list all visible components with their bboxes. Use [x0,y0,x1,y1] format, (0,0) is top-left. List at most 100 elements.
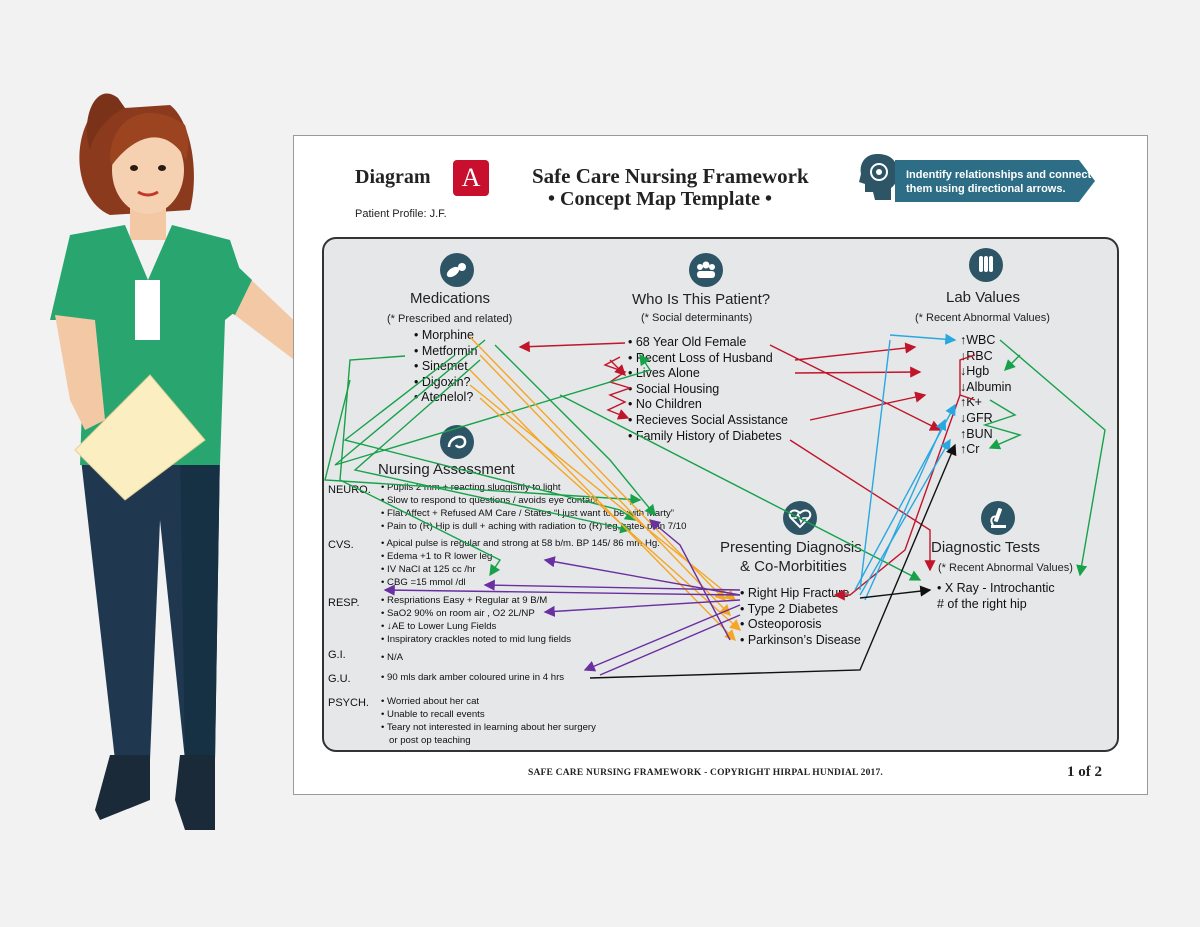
head-gears-icon [859,154,899,200]
assessment-item: • N/A [381,652,404,663]
assessment-item: • ↓AE to Lower Lung Fields [381,621,497,632]
medication-item: • Atenelol? [414,390,474,405]
patient-item: • 68 Year Old Female [628,335,747,349]
microscope-icon [981,501,1015,535]
patient-item: • Recieves Social Assistance [628,412,789,427]
bangs [110,112,189,165]
diagnosis-title-line1: Presenting Diagnosis [720,539,862,556]
diagnostic-test-item: # of the right hip [937,597,1027,611]
shoe-left [95,755,150,820]
eye-right [158,165,166,171]
lab-item: ↓GFR [960,410,993,425]
diagnosis-item: • Right Hip Fracture [740,586,850,600]
lab-values-title: Lab Values [946,289,1020,306]
framework-title: Safe Care Nursing Framework [532,164,809,188]
medication-item: • Sinemet [414,359,468,374]
instruction-banner [895,160,1095,202]
assessment-item: • Pupils 2 mm + reacting sluggishly to l… [381,482,561,493]
shirt [135,280,160,340]
instruction-text: Indentify relationships and connect them… [906,169,1092,195]
system-label-cvs: CVS. [328,539,354,551]
system-label-gu: G.U. [328,673,351,685]
lab-item: ↑BUN [960,426,993,441]
pants-shade [180,450,220,760]
system-label-resp: RESP. [328,597,360,609]
lab-values-list: ↑WBC ↓RBC ↓Hgb ↓Albumin ↑K+ ↓GFR ↑BUN ↑C… [960,333,1011,458]
patient-item: • Social Housing [628,381,720,396]
patient-title: Who Is This Patient? [632,291,771,308]
diagnosis-list: • Right Hip Fracture • Type 2 Diabetes •… [740,586,861,648]
arm-left [55,315,105,430]
diagnostic-test-item: • X Ray - Introchantic [937,581,1055,595]
system-label-psych: PSYCH. [328,697,369,709]
patient-item: • Family History of Diabetes [628,428,782,443]
lab-item: ↑WBC [960,333,996,347]
sleeve-right [205,240,252,315]
shoe-right [175,755,215,830]
patient-profile: Patient Profile: J.F. [355,208,447,220]
patient-list: • 68 Year Old Female • Recent Loss of Hu… [628,335,788,444]
lab-item: ↑K+ [960,395,982,410]
assessment-item: • Apical pulse is regular and strong at … [381,538,660,549]
diagnosis-title-line2: & Co-Morbitities [740,558,847,575]
gi-list: • N/A [381,651,403,664]
medication-item: • Digoxin? [414,374,471,389]
medications-pills-icon [440,253,474,287]
patient-item: • No Children [628,397,702,412]
medications-title: Medications [410,290,491,307]
lab-values-subtitle: (* Recent Abnormal Values) [915,312,1050,324]
nursing-assessment-icon [440,425,474,459]
medication-item: • Morphine [414,328,474,342]
assessment-item: • Worried about her cat [381,696,480,707]
folder [74,374,206,501]
gu-list: • 90 mls dark amber coloured urine in 4 … [381,671,564,684]
neuro-list: • Pupils 2 mm + reacting sluggishly to l… [381,481,686,533]
cvs-list: • Apical pulse is regular and strong at … [381,537,660,589]
psych-list: • Worried about her cat • Unable to reca… [381,695,596,747]
system-label-gi: G.I. [328,649,346,661]
assessment-item: • Edema +1 to R lower leg [381,551,493,562]
ponytail [86,93,125,150]
footer-copyright: SAFE CARE NURSING FRAMEWORK - COPYRIGHT … [528,768,883,778]
diagram-letter-badge: A [453,160,489,196]
assessment-item: • Unable to recall events [381,709,485,720]
diagnosis-item: • Type 2 Diabetes [740,601,838,616]
heart-pulse-icon [783,501,817,535]
assessment-item: • Pain to (R) Hip is dull + aching with … [381,521,687,532]
nursing-assessment-title: Nursing Assessment [378,461,515,478]
assessment-item: • IV NaCl at 125 cc /hr [381,564,476,575]
assessment-item: • Inspiratory crackles noted to mid lung… [381,634,571,645]
face [112,126,184,214]
patient-item: • Recent Loss of Husband [628,350,773,365]
medications-list: • Morphine • Metformin • Sinemet • Digox… [414,328,477,406]
patient-item: • Lives Alone [628,366,700,381]
assessment-item: or post op teaching [389,735,471,746]
assessment-item: • Slow to respond to questions / avoids … [381,495,598,506]
diagnosis-item: • Parkinson’s Disease [740,632,861,647]
lab-item: ↓Albumin [960,379,1012,394]
assessment-item: • Respriations Easy + Regular at 9 B/M [381,595,548,606]
patient-group-icon [689,253,723,287]
page-number: 1 of 2 [1067,764,1102,780]
diagram-label: Diagram [355,166,431,188]
lab-test-tubes-icon [969,248,1003,282]
assessment-item: • Teary not interested in learning about… [381,722,596,733]
medication-item: • Metformin [414,343,478,358]
diagnostic-tests-title: Diagnostic Tests [931,539,1040,556]
assessment-item: • SaO2 90% on room air , O2 2L/NP [381,608,535,619]
assessment-item: • CBG =15 mmol /dl [381,577,466,588]
diagnostic-tests-subtitle: (* Recent Abnormal Values) [938,562,1073,574]
assessment-item: • Flat Affect + Refused AM Care / States… [381,508,674,519]
mouth [137,190,159,197]
system-label-neuro: NEURO. [328,484,371,496]
assessment-item: • 90 mls dark amber coloured urine in 4 … [381,672,565,683]
resp-list: • Respriations Easy + Regular at 9 B/M •… [381,594,571,646]
lab-item: ↓RBC [960,348,993,363]
lab-item: ↓Hgb [960,364,990,379]
template-title: • Concept Map Template • [548,188,773,210]
eye-left [130,165,138,171]
diagnosis-item: • Osteoporosis [740,617,822,632]
medications-subtitle: (* Prescribed and related) [387,313,513,325]
patient-subtitle: (* Social determinants) [641,312,753,324]
lab-item: ↑Cr [960,442,980,457]
